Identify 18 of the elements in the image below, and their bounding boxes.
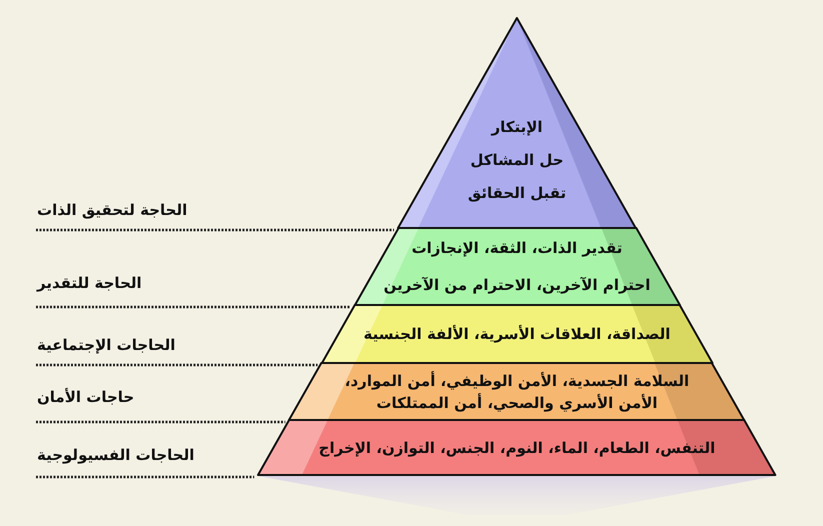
- pyramid-tier: [322, 305, 712, 363]
- tier-text: تقدير الذات، الثقة، الإنجازات: [412, 238, 622, 259]
- tier-text: الإبتكار: [491, 117, 543, 138]
- pyramid-tier: [398, 18, 636, 228]
- tier-text: السلامة الجسدية، الأمن الوظيفي، أمن الموارد، الأمن الأسري والصحي، أمن الممتلكات: [344, 370, 690, 414]
- level-label: الحاجة لتحقيق الذات: [37, 200, 188, 221]
- tier-text: حل المشاكل: [470, 150, 564, 171]
- tier-text: احترام الآخرين، الاحترام من الآخرين: [384, 275, 650, 296]
- tier-text: تقبل الحقائق: [468, 183, 566, 204]
- level-label: الحاجات الإجتماعية: [37, 335, 176, 356]
- level-label: حاجات الأمان: [37, 386, 134, 408]
- tier-text: الصداقة، العلاقات الأسرية، الألفة الجنسية: [364, 324, 670, 345]
- tier-text: التنفس، الطعام، الماء، النوم، الجنس، التوازن، الإخراج: [318, 438, 716, 458]
- pyramid-tier: [258, 420, 776, 475]
- level-label: الحاجات الفسيولوجية: [37, 445, 194, 466]
- pyramid-tier: [289, 363, 745, 420]
- pyramid-tier: [354, 228, 680, 305]
- level-label: الحاجة للتقدير: [37, 273, 142, 294]
